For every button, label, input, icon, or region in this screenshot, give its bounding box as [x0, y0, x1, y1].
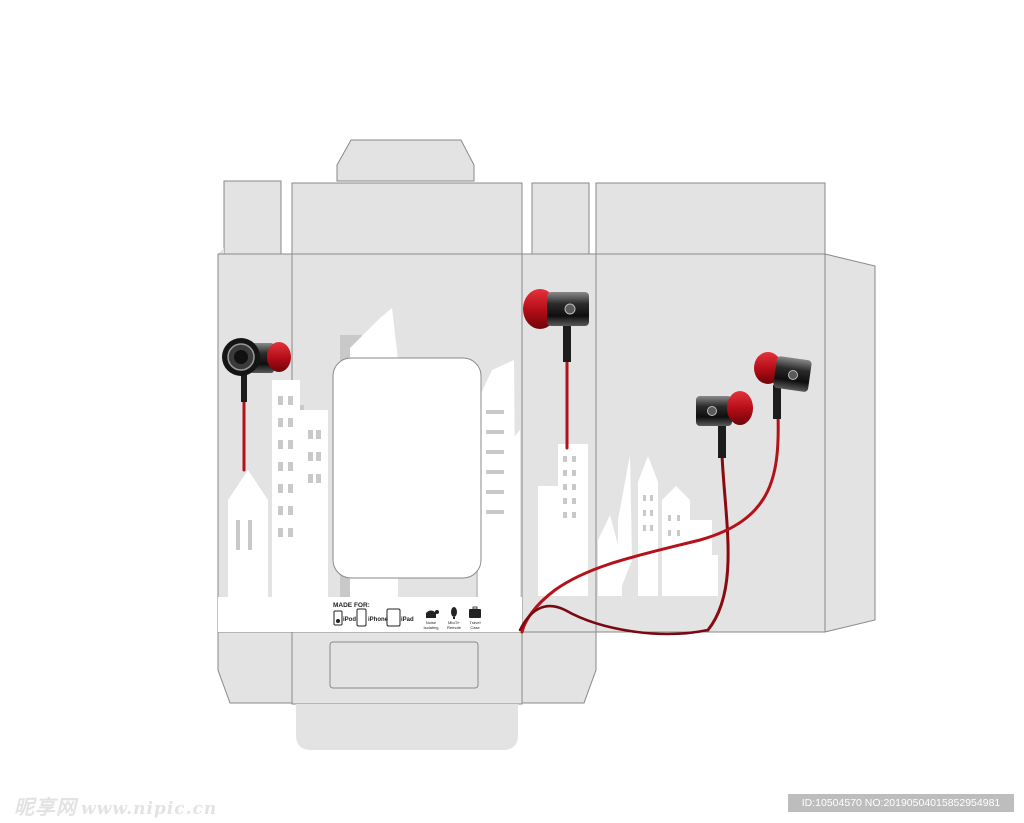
- feature-label: Mic/3+: [448, 620, 461, 625]
- device-ipod: iPod: [333, 610, 356, 626]
- bottom-tuck: [296, 704, 518, 750]
- bottom-flap-right: [521, 631, 597, 704]
- ipad-icon: [386, 608, 401, 627]
- device-ipad: iPad: [386, 608, 414, 627]
- feature-label: Noise: [426, 620, 437, 625]
- travel-case-icon: [469, 609, 481, 618]
- feature-travel-case: Travel Case: [469, 606, 481, 630]
- top-flap-main: [291, 182, 523, 255]
- noise-isolating-icon: [426, 610, 436, 618]
- feature-mic-remote: Mic/3+ Remote: [447, 607, 462, 630]
- top-flap-back: [595, 182, 826, 255]
- watermark-site-url: www.nipic.cn: [81, 799, 218, 819]
- watermark-id-bar: ID:10504570 NO:20190504015852954981: [788, 794, 1014, 812]
- earbud-right-1: [696, 391, 753, 458]
- bottom-window-outline: [329, 641, 479, 689]
- feature-label: Remote: [447, 625, 462, 630]
- earbud-right-2: [754, 352, 812, 419]
- earbud-left: [222, 338, 291, 402]
- watermark-id-text: ID:10504570 NO:20190504015852954981: [801, 797, 1001, 809]
- top-flap-left: [223, 180, 282, 255]
- device-name: iPhone: [368, 617, 389, 623]
- glue-flap: [824, 253, 876, 633]
- ipod-icon: [333, 610, 343, 626]
- feature-noise-isolating: Noise Isolating: [424, 610, 439, 630]
- bottom-flap-left: [217, 631, 293, 704]
- watermark-site-name: 昵享网: [14, 795, 77, 819]
- city-skyline-back: [538, 444, 718, 596]
- device-name: iPad: [401, 617, 414, 623]
- device-name: iPod: [343, 617, 356, 623]
- earphone-cables: [242, 353, 780, 636]
- top-tab: [336, 139, 475, 182]
- feature-label: Isolating: [424, 625, 439, 630]
- made-for-section: MADE FOR: iPod iPhone iPad Noise Isolati…: [333, 602, 481, 630]
- bottom-flap-main: [291, 631, 523, 705]
- feature-label: Travel: [470, 620, 481, 625]
- box-panels: [217, 139, 876, 750]
- iphone-icon: [356, 608, 367, 627]
- feature-label: Case: [470, 625, 480, 630]
- microphone-icon: [451, 607, 457, 617]
- top-flap-side: [531, 182, 590, 255]
- device-iphone: iPhone: [356, 608, 389, 627]
- made-for-label: MADE FOR:: [333, 602, 370, 609]
- earbud-center: [523, 289, 589, 362]
- product-window: [332, 357, 482, 579]
